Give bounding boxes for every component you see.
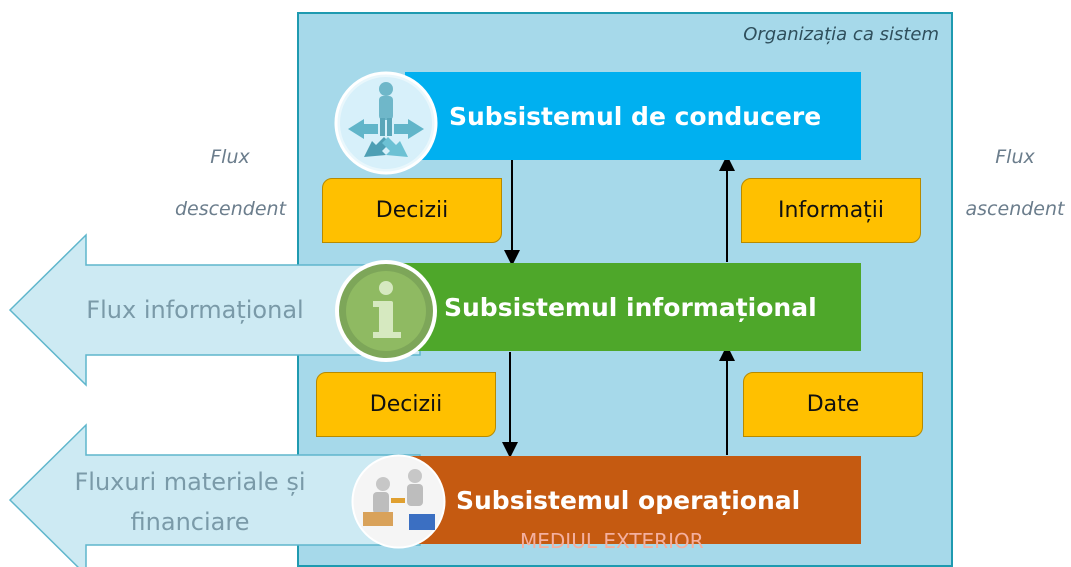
subsystem-conducere: Subsistemul de conducere [405, 72, 861, 160]
organization-title: Organizația ca sistem [743, 24, 939, 45]
tag-decizii-top: Decizii [322, 178, 502, 243]
flux-informational-text: Flux informațional [86, 296, 304, 324]
flux-descendent-label-2: descendent [174, 198, 287, 220]
workers-icon [351, 454, 446, 549]
subsystem-informational: Subsistemul informațional [400, 263, 861, 351]
subsystem-operational-label: Subsistemul operațional [456, 485, 801, 515]
flux-material-arrow [8, 423, 421, 567]
mediul-exterior-label: MEDIUL EXTERIOR [520, 529, 704, 553]
subsystem-operational: Subsistemul operațional [388, 456, 861, 544]
flux-ascendent-label-1: Flux [995, 146, 1035, 168]
subsystem-informational-label: Subsistemul informațional [444, 292, 817, 322]
person-crossroads-arrows-icon [334, 71, 438, 175]
tag-informatii: Informații [741, 178, 921, 243]
tag-date: Date [743, 372, 923, 437]
subsystem-conducere-label: Subsistemul de conducere [449, 101, 822, 131]
flux-material-text-2: financiare [130, 508, 250, 536]
flux-ascendent-label-2: ascendent [965, 198, 1065, 220]
info-icon [335, 260, 437, 362]
tag-decizii-bottom: Decizii [316, 372, 496, 437]
flux-material-text-1: Fluxuri materiale și [74, 468, 306, 496]
flux-descendent-label-1: Flux [210, 146, 250, 168]
